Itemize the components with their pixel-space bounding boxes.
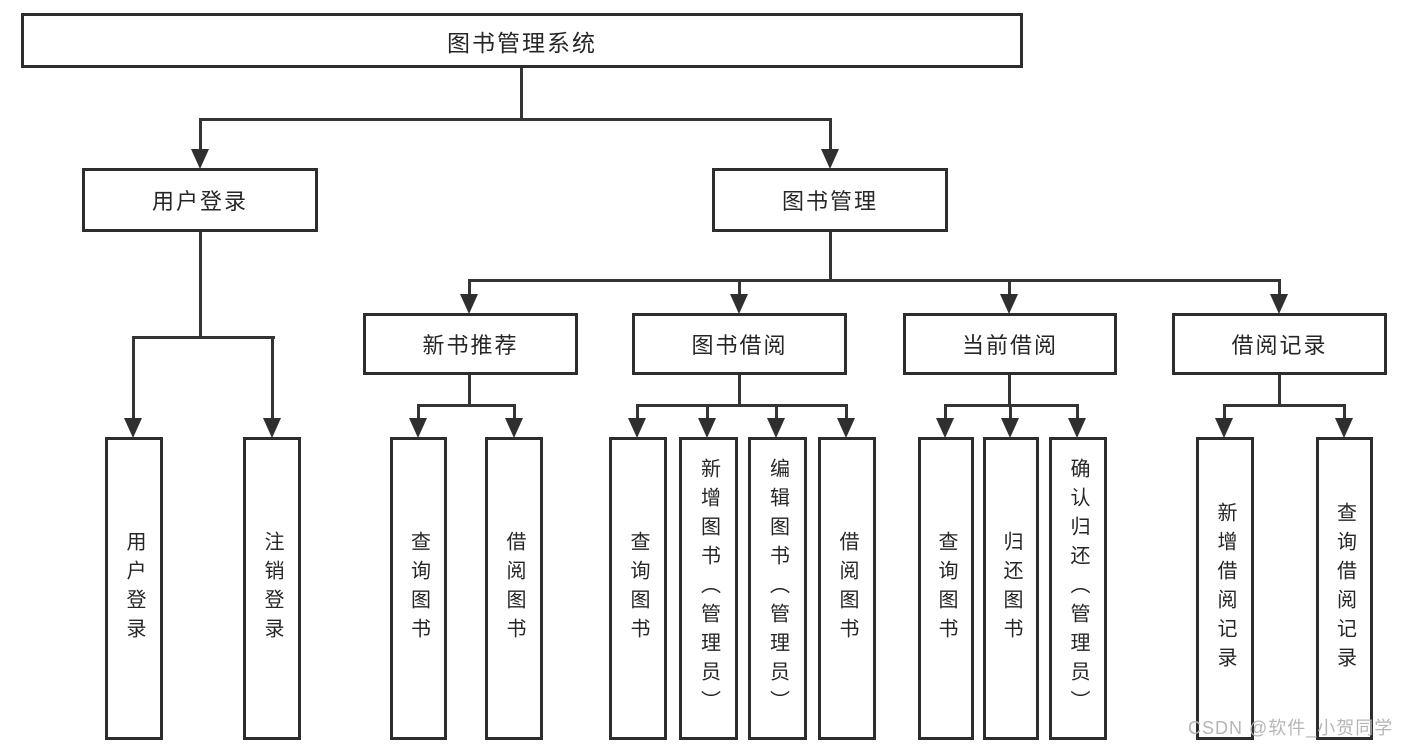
node-current-borrow-label: 当前借阅 — [961, 333, 1058, 358]
node-new-book-recommend-label: 新书推荐 — [422, 333, 519, 358]
connector-line — [199, 118, 832, 121]
leaf-return-books: 归还图书 — [983, 437, 1039, 740]
arrow-down-icon — [821, 149, 839, 169]
node-new-book-recommend: 新书推荐 — [363, 313, 578, 375]
arrow-down-icon — [628, 418, 646, 438]
leaf-borrow-books-2: 借阅图书 — [818, 437, 876, 740]
leaf-query-books-3-label: 查询图书 — [935, 530, 957, 647]
connector-line — [417, 404, 420, 422]
connector-line — [199, 230, 202, 338]
leaf-borrow-books-2-label: 借阅图书 — [836, 530, 858, 647]
leaf-confirm-return-admin: 确认归还（管理员） — [1049, 437, 1107, 740]
connector-line — [829, 230, 832, 281]
arrow-down-icon — [460, 294, 478, 314]
connector-line — [1343, 404, 1346, 422]
node-user-login-label: 用户登录 — [151, 189, 248, 214]
leaf-query-borrow-record: 查询借阅记录 — [1316, 437, 1373, 740]
node-book-borrow: 图书借阅 — [632, 313, 847, 375]
leaf-edit-books-admin: 编辑图书（管理员） — [748, 437, 807, 740]
arrow-down-icon — [1215, 418, 1233, 438]
leaf-logout: 注销登录 — [243, 437, 301, 740]
leaf-query-borrow-record-label: 查询借阅记录 — [1333, 501, 1356, 676]
arrow-down-icon — [730, 294, 748, 314]
connector-line — [1076, 404, 1079, 422]
leaf-logout-label: 注销登录 — [261, 530, 283, 647]
connector-line — [1008, 279, 1011, 299]
connector-line — [132, 336, 275, 339]
node-borrow-records-label: 借阅记录 — [1231, 333, 1328, 358]
arrow-down-icon — [1001, 418, 1019, 438]
connector-line — [513, 404, 516, 422]
connector-line — [944, 404, 947, 422]
connector-line — [417, 404, 516, 407]
leaf-confirm-return-admin-label: 确认归还（管理员） — [1067, 458, 1089, 719]
connector-line — [1008, 374, 1011, 407]
arrow-down-icon — [936, 418, 954, 438]
leaf-query-books-2-label: 查询图书 — [627, 530, 649, 647]
connector-line — [829, 118, 832, 154]
arrow-down-icon — [1000, 294, 1018, 314]
leaf-user-login-label: 用户登录 — [123, 530, 145, 647]
node-borrow-records: 借阅记录 — [1172, 313, 1387, 375]
leaf-add-borrow-record: 新增借阅记录 — [1196, 437, 1254, 740]
connector-line — [1278, 279, 1281, 299]
connector-line — [738, 279, 741, 299]
leaf-edit-books-admin-label: 编辑图书（管理员） — [766, 458, 789, 719]
connector-line — [520, 66, 523, 120]
connector-line — [775, 404, 778, 422]
connector-line — [199, 118, 202, 154]
csdn-watermark: CSDN @软件_小贺同学 — [1188, 718, 1394, 738]
connector-line — [1223, 404, 1346, 407]
arrow-down-icon — [698, 418, 716, 438]
connector-line — [132, 336, 135, 422]
connector-line — [706, 404, 709, 422]
connector-line — [468, 279, 471, 299]
node-book-management-label: 图书管理 — [781, 189, 878, 214]
arrow-down-icon — [505, 418, 523, 438]
arrow-down-icon — [263, 418, 281, 438]
leaf-query-books-3: 查询图书 — [918, 437, 974, 740]
leaf-return-books-label: 归还图书 — [1000, 530, 1022, 647]
arrow-down-icon — [767, 418, 785, 438]
leaf-user-login: 用户登录 — [105, 437, 163, 740]
arrow-down-icon — [191, 149, 209, 169]
connector-line — [271, 336, 274, 422]
connector-line — [468, 279, 1281, 282]
arrow-down-icon — [409, 418, 427, 438]
node-user-login: 用户登录 — [82, 168, 318, 232]
leaf-add-borrow-record-label: 新增借阅记录 — [1214, 501, 1236, 676]
node-book-management: 图书管理 — [712, 168, 948, 232]
leaf-query-books-1: 查询图书 — [390, 437, 447, 740]
leaf-add-books-admin: 新增图书（管理员） — [679, 437, 738, 740]
arrow-down-icon — [837, 418, 855, 438]
connector-line — [1278, 374, 1281, 407]
node-root-label: 图书管理系统 — [447, 29, 597, 56]
arrow-down-icon — [1270, 294, 1288, 314]
connector-line — [738, 374, 741, 407]
leaf-query-books-1-label: 查询图书 — [407, 530, 430, 647]
arrow-down-icon — [1335, 418, 1353, 438]
connector-line — [636, 404, 848, 407]
leaf-borrow-books-1: 借阅图书 — [485, 437, 543, 740]
connector-line — [636, 404, 639, 422]
node-root: 图书管理系统 — [21, 13, 1023, 68]
leaf-borrow-books-1-label: 借阅图书 — [503, 530, 525, 647]
arrow-down-icon — [124, 418, 142, 438]
leaf-query-books-2: 查询图书 — [609, 437, 667, 740]
arrow-down-icon — [1068, 418, 1086, 438]
connector-line — [1009, 404, 1012, 422]
node-current-borrow: 当前借阅 — [903, 313, 1117, 375]
leaf-add-books-admin-label: 新增图书（管理员） — [697, 458, 720, 719]
connector-line — [845, 404, 848, 422]
connector-line — [468, 374, 471, 407]
node-book-borrow-label: 图书借阅 — [691, 333, 788, 358]
connector-line — [1223, 404, 1226, 422]
